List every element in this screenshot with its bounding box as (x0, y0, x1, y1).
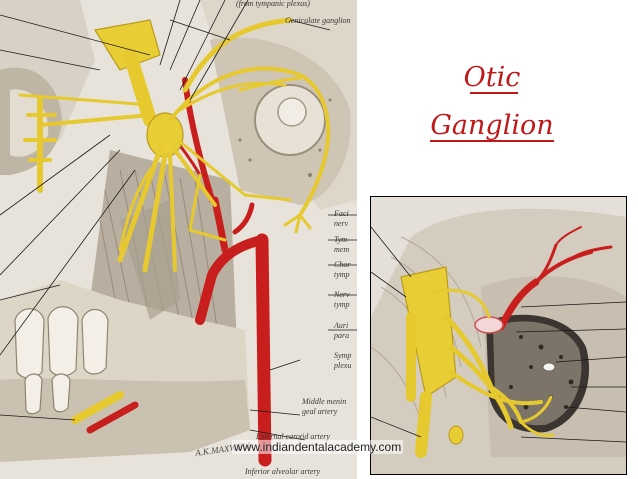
geniculate-ganglion-label: Geniculate ganglion (285, 16, 351, 25)
title-underline-2 (430, 140, 554, 142)
chorda-tympani-label: Chor (334, 260, 351, 269)
chorda-tympani-label-2: tymp (334, 270, 350, 279)
right-anatomy-illustration (370, 196, 627, 475)
left-anatomy-illustration: (from tympanic plexus) Geniculate gangli… (0, 0, 357, 479)
tympanic-membrane-label-2: mem (334, 245, 350, 254)
facial-nerve-label: Faci (334, 209, 349, 218)
watermark-url: www.indiandentalacademy.com (232, 440, 404, 454)
left-anatomy-drawing (0, 0, 357, 467)
tympanic-nerve-label-2: tymp (334, 300, 350, 309)
middle-meningeal-label: Middle menin (302, 397, 347, 406)
facial-nerve-label-2: nerv (334, 219, 349, 228)
slide-title-line2: Ganglion (430, 110, 554, 141)
title-underline-1 (470, 92, 518, 94)
slide-title-line1: Otic (463, 62, 521, 93)
sympathetic-plexus-label: Symp (334, 351, 352, 360)
tympanic-nerve-label: Nerv (334, 290, 350, 299)
tympanic-membrane-label: Tym (334, 235, 348, 244)
right-anatomy-drawing (371, 197, 626, 474)
auriculotemporal-label: Auri (334, 321, 349, 330)
external-carotid-label: External carotid artery (256, 432, 330, 441)
sympathetic-plexus-label-2: plexu (334, 361, 352, 370)
inferior-alveolar-label: Inferior alveolar artery (245, 467, 321, 476)
middle-meningeal-label-2: geal artery (302, 407, 338, 416)
auriculotemporal-label-2: para (334, 331, 350, 340)
tympanic-plexus-label: (from tympanic plexus) (236, 0, 310, 8)
